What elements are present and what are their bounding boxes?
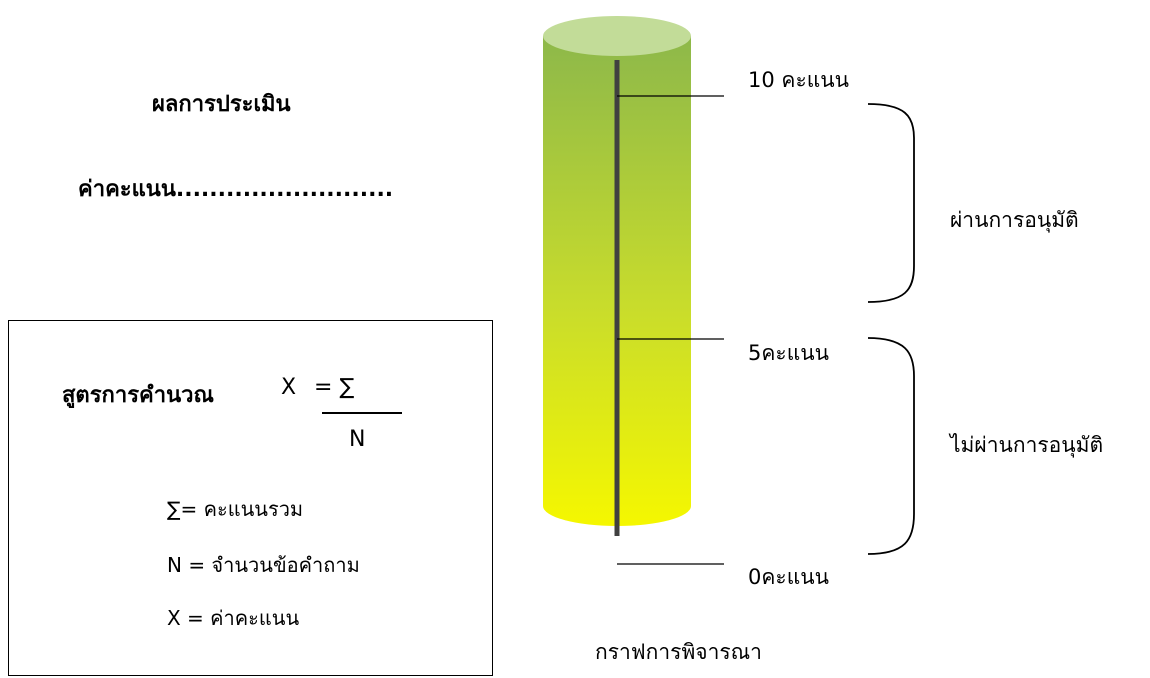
fail-range-label: ไม่ผ่านการอนุมัติ (950, 433, 1104, 457)
definition-n: N = จำนวนข้อคำถาม (167, 553, 360, 577)
formula-denominator: N (349, 427, 366, 452)
gauge-tube-top (543, 16, 691, 56)
label-5-score: 5คะแนน (748, 341, 829, 365)
evaluation-heading: ผลการประเมิน (152, 92, 291, 117)
pass-range-label: ผ่านการอนุมัติ (950, 208, 1079, 232)
formula-equals-sum: = ∑ (314, 375, 355, 400)
formula-title: สูตรการคำนวณ (62, 383, 214, 408)
score-line: ค่าคะแนน.......................... (78, 177, 394, 202)
formula-x-symbol: X (281, 375, 297, 400)
fraction-bar (322, 412, 402, 414)
label-0-score: 0คะแนน (748, 565, 829, 589)
fail-range-brace (867, 337, 915, 555)
definition-sum: ∑= คะแนนรวม (167, 497, 304, 521)
pass-range-brace (867, 103, 915, 303)
graph-caption: กราฟการพิจารณา (595, 640, 762, 664)
formula-box: สูตรการคำนวณ X = ∑ N ∑= คะแนนรวม N = จำน… (8, 320, 493, 676)
label-10-score: 10 คะแนน (748, 68, 849, 92)
definition-x: X = ค่าคะแนน (167, 606, 300, 630)
